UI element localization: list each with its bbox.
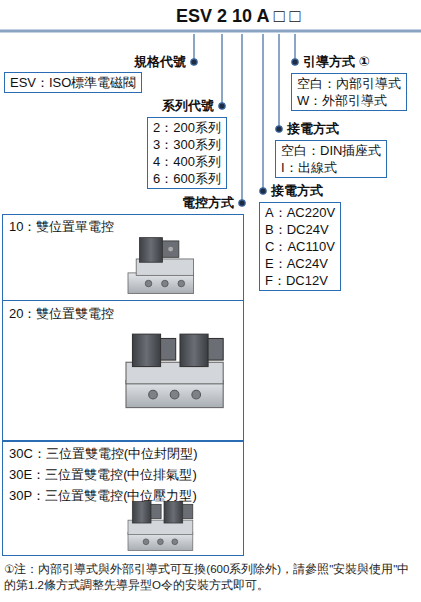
leader-dot (292, 59, 298, 65)
heading: 規格代號 (134, 53, 186, 71)
heading: 電控方式 (182, 194, 234, 212)
heading: 接電方式 (287, 120, 339, 138)
single-solenoid-valve (128, 238, 194, 294)
double-solenoid-valve (126, 334, 223, 407)
leader-line (278, 34, 279, 129)
heading: 系列代號 (162, 97, 214, 115)
heading: 引導方式 ① (303, 53, 370, 71)
heading: 接電方式 (271, 182, 323, 200)
option-box: 接電方式空白：DIN插座式I：出線式 (275, 140, 387, 178)
three-position-valve (128, 501, 193, 550)
control-option-cell: 10：雙位置單電控 (3, 214, 243, 301)
option-text: A：AC220V (260, 204, 340, 221)
leader-line (262, 34, 263, 191)
option-text: I：出線式 (276, 159, 386, 176)
option-text: 30E：三位置雙電控(中位排氣型) (3, 462, 243, 483)
option-text: W：外部引導式 (292, 92, 406, 109)
leader-dot (276, 126, 282, 132)
option-text: 10：雙位置單電控 (3, 214, 243, 235)
leader-dot (191, 59, 197, 65)
leader-line (221, 34, 222, 106)
leader-line (241, 34, 242, 203)
option-box: 規格代號ESV：ISO標準電磁閥 (4, 72, 142, 93)
control-option-cell: 20：雙位置雙電控 (3, 300, 243, 442)
code-title: ESV 2 10 A □ □ (176, 4, 300, 28)
option-text: B：DC24V (260, 221, 340, 238)
leader-dot (219, 103, 225, 109)
option-text: 空白：DIN插座式 (276, 142, 386, 159)
option-text: 空白：內部引導式 (292, 75, 406, 92)
leader-dot (239, 200, 245, 206)
leader-dot (260, 188, 266, 194)
option-box: 系列代號2：200系列3：300系列4：400系列6：600系列 (147, 117, 227, 189)
option-text: F：DC12V (260, 272, 340, 289)
title-bar (0, 30, 421, 33)
option-text: ESV：ISO標準電磁閥 (5, 74, 141, 91)
option-text: E：AC24V (260, 255, 340, 272)
option-box: 引導方式 ①空白：內部引導式W：外部引導式 (291, 73, 407, 111)
option-text: 30P：三位置雙電控(中位壓力型) (3, 483, 243, 504)
leader-line (193, 34, 194, 62)
option-text: 4：400系列 (148, 153, 226, 170)
option-text: 6：600系列 (148, 170, 226, 187)
option-text: C：AC110V (260, 238, 340, 255)
option-box: 接電方式A：AC220VB：DC24VC：AC110VE：AC24VF：DC12… (259, 202, 341, 291)
option-text: 2：200系列 (148, 119, 226, 136)
option-text: 30C：三位置雙電控(中位封閉型) (3, 441, 243, 462)
footnote: ①注：內部引導式與外部引導式可互換(600系列除外)，請參照"安裝與使用"中的第… (4, 561, 417, 593)
option-text: 3：300系列 (148, 136, 226, 153)
option-text: 20：雙位置雙電控 (3, 301, 243, 322)
option-box: 電控方式10：雙位置單電控20：雙位置雙電控30C：三位置雙電控(中位封閉型)3… (2, 214, 244, 556)
control-option-cell: 30C：三位置雙電控(中位封閉型)30E：三位置雙電控(中位排氣型)30P：三位… (3, 440, 243, 555)
leader-line (294, 34, 295, 62)
